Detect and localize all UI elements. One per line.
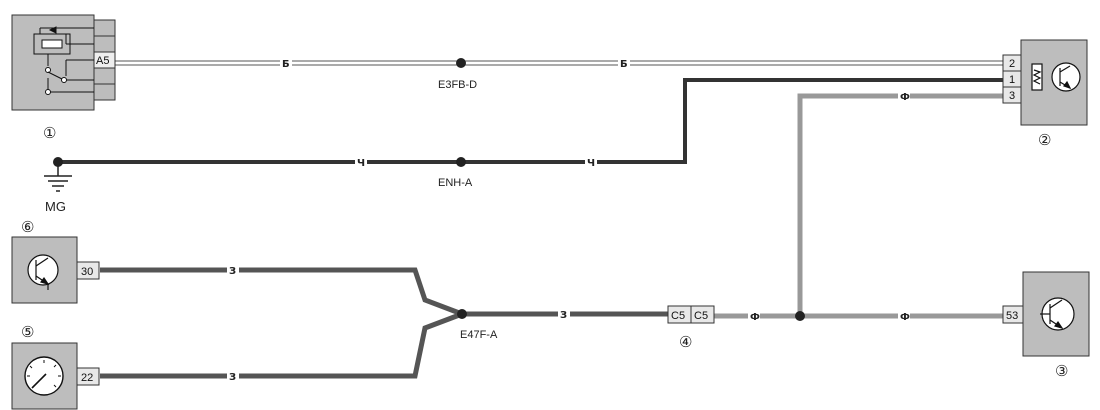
component-5-gauge: 22: [11, 342, 100, 410]
splice-label-e3fb: E3FB-D: [438, 79, 477, 91]
connector-4-pin-right: C5: [694, 310, 708, 322]
connector-4-pin-left: C5: [671, 310, 685, 322]
component-5-number: ⑤: [21, 324, 34, 341]
wire-label-f-mid: Ф: [750, 312, 760, 323]
wire-label-b-right: Б: [620, 59, 628, 70]
component-3-module: 53: [1002, 271, 1090, 357]
splice-dot-e47f: [457, 309, 467, 319]
wire-label-z-top: З: [229, 266, 236, 277]
ground-icon: [44, 162, 72, 192]
wire-f-grey: [714, 93, 1003, 319]
component-3-pin-label: 53: [1006, 310, 1018, 322]
component-2-sensor: 2 1 3: [1002, 39, 1088, 126]
wire-label-f-top: Ф: [900, 92, 910, 103]
wire-z-dark: [100, 267, 668, 379]
component-1-pin-label: A5: [96, 55, 109, 67]
wire-label-group: Б Б Ч Ч Ф Ф Ф З З З: [227, 56, 910, 383]
transistor-icon: [1040, 297, 1075, 331]
splice-label-enh: ENH-A: [438, 177, 473, 189]
component-4-number: ④: [679, 334, 692, 351]
splice-dot-e3fb: [456, 58, 466, 68]
component-2-number: ②: [1038, 132, 1051, 149]
gauge-icon: [24, 356, 64, 396]
component-2-pin-2: 2: [1009, 58, 1015, 70]
wire-label-ch-right: Ч: [587, 158, 595, 169]
wire-label-f-right: Ф: [900, 312, 910, 323]
connector-4: C5 C5: [667, 305, 715, 324]
component-3-number: ③: [1055, 363, 1068, 380]
component-6-pin-label: 30: [81, 266, 93, 278]
component-2-pin-3: 3: [1009, 90, 1015, 102]
wire-label-ch-left: Ч: [357, 158, 365, 169]
wire-ch-black: [58, 78, 1003, 164]
transistor-sensor-icon: [1031, 62, 1081, 92]
splice-dot-grey-junction: [795, 311, 805, 321]
relay-icon: [33, 26, 94, 95]
splice-label-e47f: E47F-A: [460, 329, 498, 341]
transistor-icon-6: [27, 254, 59, 290]
wire-label-b-left: Б: [282, 59, 290, 70]
component-6-module: 30: [11, 236, 100, 304]
ground-label: MG: [45, 199, 66, 214]
component-1-relay: A5: [11, 14, 116, 111]
splice-dot-enh: [456, 157, 466, 167]
wire-label-z-bottom: З: [229, 372, 236, 383]
component-6-number: ⑥: [21, 219, 34, 236]
component-1-number: ①: [43, 125, 56, 142]
wire-label-z-right: З: [560, 310, 567, 321]
component-5-pin-label: 22: [81, 372, 93, 384]
component-2-pin-1: 1: [1009, 74, 1015, 86]
